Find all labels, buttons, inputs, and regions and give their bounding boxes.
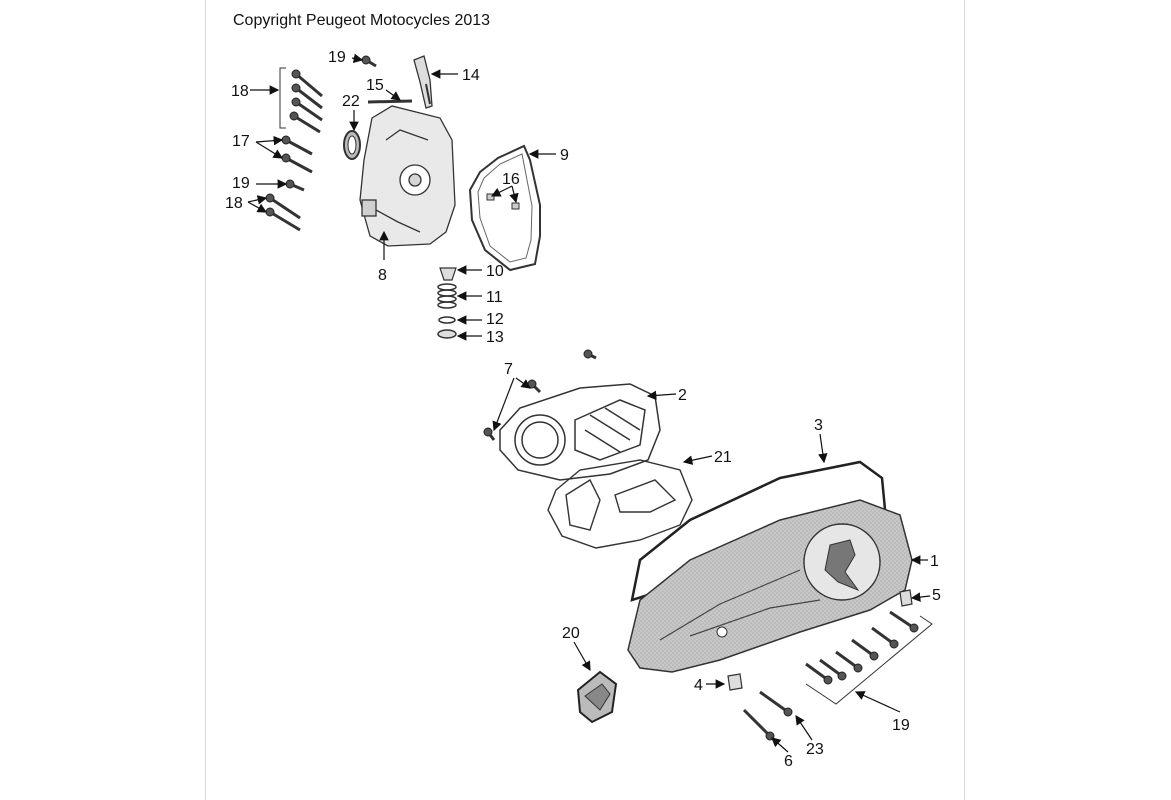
part-11-spring — [437, 283, 457, 309]
diagram-panel — [205, 0, 965, 800]
part-5-clip — [899, 589, 913, 607]
bolts-group-right — [742, 610, 915, 738]
part-14-dipstick — [413, 55, 433, 109]
part-21-gasket — [547, 459, 693, 549]
part-12-oring — [438, 316, 456, 324]
callout-19-top: 19 — [328, 49, 346, 66]
part-4-bracket — [727, 673, 743, 691]
bolt-heads-left — [265, 55, 371, 217]
bolt-heads-right — [765, 623, 919, 741]
callout-20: 20 — [562, 625, 580, 642]
callout-8: 8 — [378, 267, 387, 284]
bracket-19-bottom — [805, 615, 933, 705]
part-22-oil-seal — [343, 130, 361, 160]
callout-19-mid: 19 — [232, 175, 250, 192]
callout-5: 5 — [932, 587, 941, 604]
callout-6: 6 — [784, 753, 793, 770]
callout-10: 10 — [486, 263, 504, 280]
callout-3: 3 — [814, 417, 823, 434]
copyright-text: Copyright Peugeot Motocycles 2013 — [233, 12, 491, 29]
callout-14: 14 — [462, 67, 480, 84]
leader-lines — [247, 53, 931, 753]
part-1-transmission-cover — [627, 499, 913, 673]
part-7-screw-heads — [483, 349, 593, 437]
callout-13: 13 — [486, 329, 504, 346]
callout-18-bottom: 18 — [225, 195, 243, 212]
callout-4: 4 — [694, 677, 703, 694]
part-8-inner-cover — [359, 105, 456, 247]
callout-labels: 1 2 3 4 5 6 7 8 9 10 11 12 13 14 15 16 1… — [225, 49, 941, 770]
callout-21: 21 — [714, 449, 732, 466]
callout-22: 22 — [342, 93, 360, 110]
callout-17: 17 — [232, 133, 250, 150]
part-13-washer — [437, 329, 457, 339]
callout-16: 16 — [502, 171, 520, 188]
part-2-inner-panel — [499, 383, 661, 481]
callout-18-top: 18 — [231, 83, 249, 100]
part-9-gasket — [468, 144, 541, 272]
callout-9: 9 — [560, 147, 569, 164]
callout-23: 23 — [806, 741, 824, 758]
callout-15: 15 — [366, 77, 384, 94]
callout-7: 7 — [504, 361, 513, 378]
part-10-cap — [439, 267, 457, 281]
part-20-air-filter — [576, 670, 618, 724]
bracket-18-top — [279, 67, 286, 129]
callout-11: 11 — [486, 289, 503, 306]
callout-1: 1 — [930, 553, 939, 570]
callout-2: 2 — [678, 387, 687, 404]
callout-12: 12 — [486, 311, 504, 328]
part-15-pin — [367, 99, 413, 104]
callout-19-bottom: 19 — [892, 717, 910, 734]
